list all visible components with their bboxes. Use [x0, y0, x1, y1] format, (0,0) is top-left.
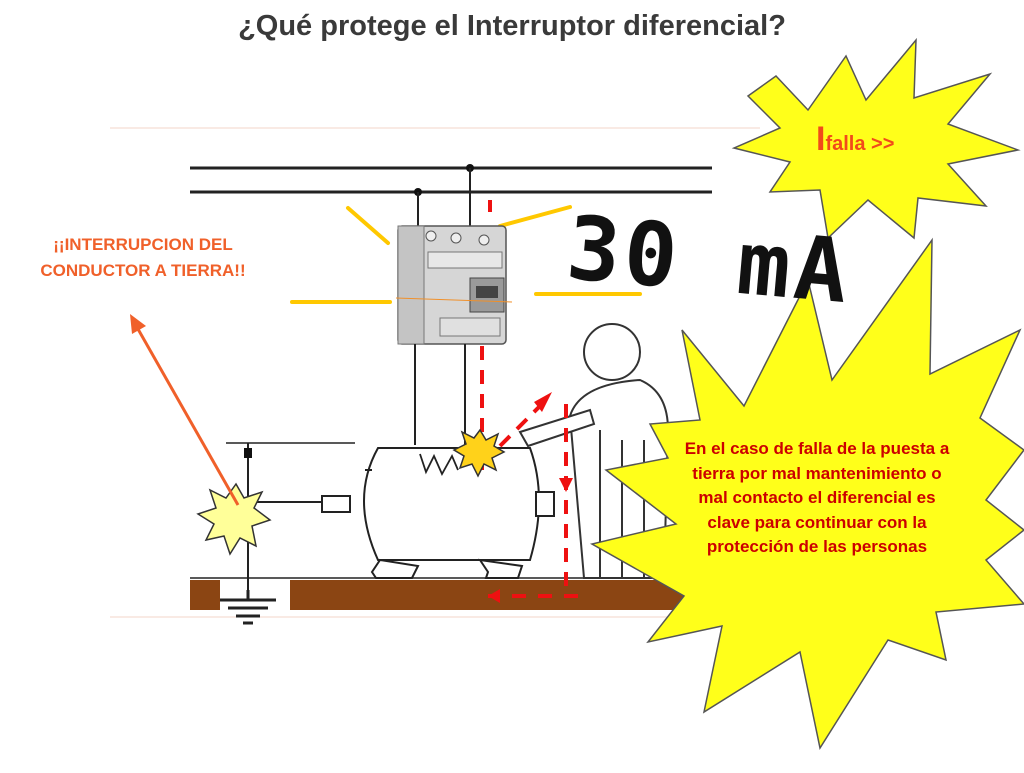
supply-lines: [190, 164, 712, 232]
motor: [321, 447, 555, 579]
floor: [190, 580, 220, 610]
ground-symbol: [220, 590, 276, 625]
fault-current-subscript: falla >>: [825, 133, 895, 155]
fault-current-label: Ifalla >>: [816, 120, 894, 159]
page-title: ¿Qué protege el Interruptor diferencial?: [238, 10, 786, 42]
explanation-text: En el caso de falla de la puesta a tierr…: [684, 439, 950, 556]
highlight-rays: [290, 205, 642, 304]
warning-label: ¡¡INTERRUPCION DEL CONDUCTOR A TIERRA!!: [40, 235, 246, 280]
warning-pointer-arrow: [132, 321, 240, 506]
fault-current-symbol: I: [816, 120, 826, 158]
differential-breaker: [395, 225, 513, 345]
explanation-starburst: [589, 237, 1024, 750]
ifalla-starburst: [731, 37, 1021, 240]
fault-spark-motor: [452, 428, 506, 478]
fault-spark-ground: [196, 482, 272, 556]
arrowheads: [488, 392, 573, 603]
